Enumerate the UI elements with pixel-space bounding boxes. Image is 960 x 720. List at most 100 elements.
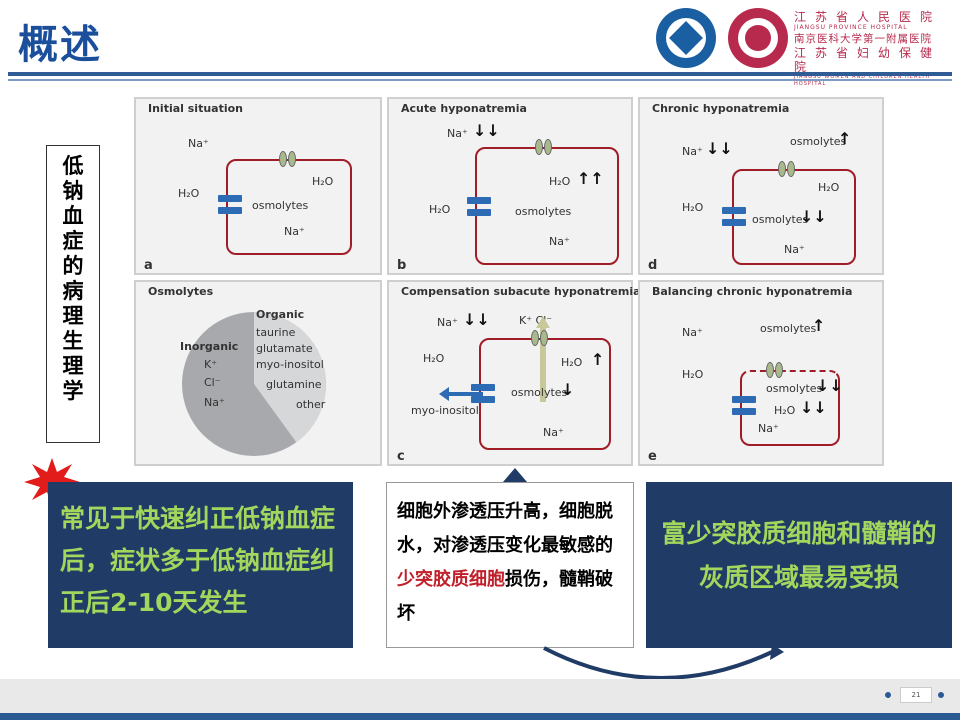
ion-channel <box>279 151 299 167</box>
panel-title: Chronic hyponatremia <box>652 102 790 115</box>
inorganic-item: Cl⁻ <box>204 376 221 389</box>
h2o-label: H₂O <box>423 352 445 365</box>
side-label: 低钠血症的病理生理学 <box>62 154 84 403</box>
ion-channel <box>535 139 555 155</box>
h2o-label: H₂O <box>178 187 200 200</box>
ion-channel <box>778 161 798 177</box>
hospital-name-3-en: JIANGSU WOMEN AND CHILDREN HEALTH HOSPIT… <box>794 74 931 87</box>
na-label: Na⁺ <box>284 225 305 238</box>
h2o-label: H₂O <box>312 175 334 188</box>
pie-organic-slice <box>254 312 326 443</box>
arrow-up-icon: ↑ <box>838 129 852 148</box>
panel-letter: b <box>397 258 407 273</box>
panel-title: Osmolytes <box>148 285 214 298</box>
organic-title: Organic <box>256 308 305 321</box>
footer-bar <box>0 679 960 715</box>
panel-balancing-chronic: Balancing chronic hyponatremia Na⁺ osmol… <box>638 280 884 466</box>
h2o-label: H₂O <box>818 181 840 194</box>
info-box-onset-text: 常见于快速纠正低钠血症后，症状多于低钠血症纠正后2-10天发生 <box>60 504 336 617</box>
h2o-label: H₂O <box>561 356 583 369</box>
h2o-label: H₂O <box>682 368 704 381</box>
na-label: Na⁺ <box>543 426 564 439</box>
footer-dot <box>885 692 891 698</box>
na-label: Na⁺ <box>758 422 779 435</box>
inorganic-item: K⁺ <box>204 358 218 371</box>
hospital-name-1-en: JIANGSU PROVINCE HOSPITAL <box>794 24 908 31</box>
h2o-label: H₂O <box>549 175 571 188</box>
info-box-vulnerable-region: 富少突胶质细胞和髓鞘的灰质区域最易受损 <box>646 482 952 648</box>
curved-arrow-icon <box>543 644 784 680</box>
panel-title: Initial situation <box>148 102 243 115</box>
mechanism-text-end: 损伤，髓鞘破坏 <box>397 569 613 624</box>
osmolytes-pie-chart <box>182 312 326 456</box>
arrow-up-icon: ↑ <box>812 316 826 335</box>
panel-compensation-subacute: Compensation subacute hyponatremia Na⁺ ↓… <box>387 280 641 466</box>
header-divider-thin <box>8 79 952 81</box>
hospital-name-2: 南京医科大学第一附属医院 <box>794 33 932 45</box>
water-channel <box>471 384 495 404</box>
footer-dot <box>938 692 944 698</box>
myo-inositol-label: myo-inositol <box>411 404 479 417</box>
water-channel <box>732 396 756 416</box>
osmolytes-label: osmolytes <box>790 135 847 148</box>
arrow-down-icon: ↓ <box>561 380 575 399</box>
panel-letter: c <box>397 449 405 464</box>
hospital-name-block: 江苏省人民医院 JIANGSU PROVINCE HOSPITAL 南京医科大学… <box>794 10 954 88</box>
h2o-label: H₂O <box>682 201 704 214</box>
organic-item: taurine <box>256 326 296 339</box>
arrow-down-icon: ↓↓ <box>800 398 827 417</box>
footer-line <box>0 713 960 720</box>
na-label: Na⁺ <box>682 326 703 339</box>
osmolytes-label: osmolytes <box>752 213 809 226</box>
panel-title: Balancing chronic hyponatremia <box>652 285 853 298</box>
hospital-logo-1 <box>656 8 716 68</box>
arrow-down-icon: ↓↓ <box>706 139 733 158</box>
arrow-down-icon: ↓↓ <box>800 207 827 226</box>
na-label: Na⁺ <box>437 316 458 329</box>
na-label: Na⁺ <box>784 243 805 256</box>
callout-pointer <box>503 468 527 482</box>
arrow-down-icon: ↓↓ <box>816 376 843 395</box>
page-number: 21 <box>900 687 932 703</box>
panel-chronic-hyponatremia: Chronic hyponatremia Na⁺ ↓↓ osmolytes ↑ … <box>638 97 884 275</box>
na-label: Na⁺ <box>188 137 209 150</box>
osmolytes-label: osmolytes <box>515 205 572 218</box>
organic-item: other <box>296 398 326 411</box>
arrow-up-icon: ↑ <box>591 350 605 369</box>
water-channel <box>218 195 242 215</box>
side-label-box: 低钠血症的病理生理学 <box>46 145 100 443</box>
efflux-arrow-head <box>536 316 550 328</box>
panel-letter: e <box>648 449 657 464</box>
myo-efflux-arrow <box>447 392 483 396</box>
arrow-up-icon: ↑↑ <box>577 169 604 188</box>
arrow-down-icon: ↓↓ <box>463 310 490 329</box>
efflux-arrow-shaft <box>540 328 546 402</box>
organic-item: glutamate <box>256 342 313 355</box>
panel-letter: a <box>144 258 153 273</box>
panel-title: Compensation subacute hyponatremia <box>401 285 641 298</box>
info-box-onset: 常见于快速纠正低钠血症后，症状多于低钠血症纠正后2-10天发生 <box>48 482 353 648</box>
arrow-down-icon: ↓↓ <box>473 121 500 140</box>
osmolytes-label: osmolytes <box>252 199 309 212</box>
inorganic-title: Inorganic <box>180 340 239 353</box>
page-title: 概述 <box>18 22 102 68</box>
water-channel <box>722 207 746 227</box>
organic-item: glutamine <box>266 378 322 391</box>
panel-title: Acute hyponatremia <box>401 102 527 115</box>
na-label: Na⁺ <box>682 145 703 158</box>
ion-channel <box>766 362 786 378</box>
osmolytes-label: osmolytes <box>760 322 817 335</box>
osmolytes-label: osmolytes <box>766 382 823 395</box>
hospital-name-3: 江苏省妇幼保健院 <box>794 46 942 74</box>
mechanism-text: 细胞外渗透压升高，细胞脱水，对渗透压变化最敏感的 <box>397 501 613 556</box>
h2o-label: H₂O <box>429 203 451 216</box>
osmolytes-label: osmolytes <box>511 386 568 399</box>
inorganic-item: Na⁺ <box>204 396 225 409</box>
panel-osmolytes: Osmolytes Organic taurine glutamate myo-… <box>134 280 382 466</box>
hospital-name-1: 江苏省人民医院 <box>794 10 942 24</box>
na-label: Na⁺ <box>447 127 468 140</box>
hospital-logo-2 <box>728 8 788 68</box>
header-divider <box>8 72 952 76</box>
mechanism-highlight: 少突胶质细胞 <box>397 569 505 590</box>
arrow-left-icon <box>439 387 449 401</box>
